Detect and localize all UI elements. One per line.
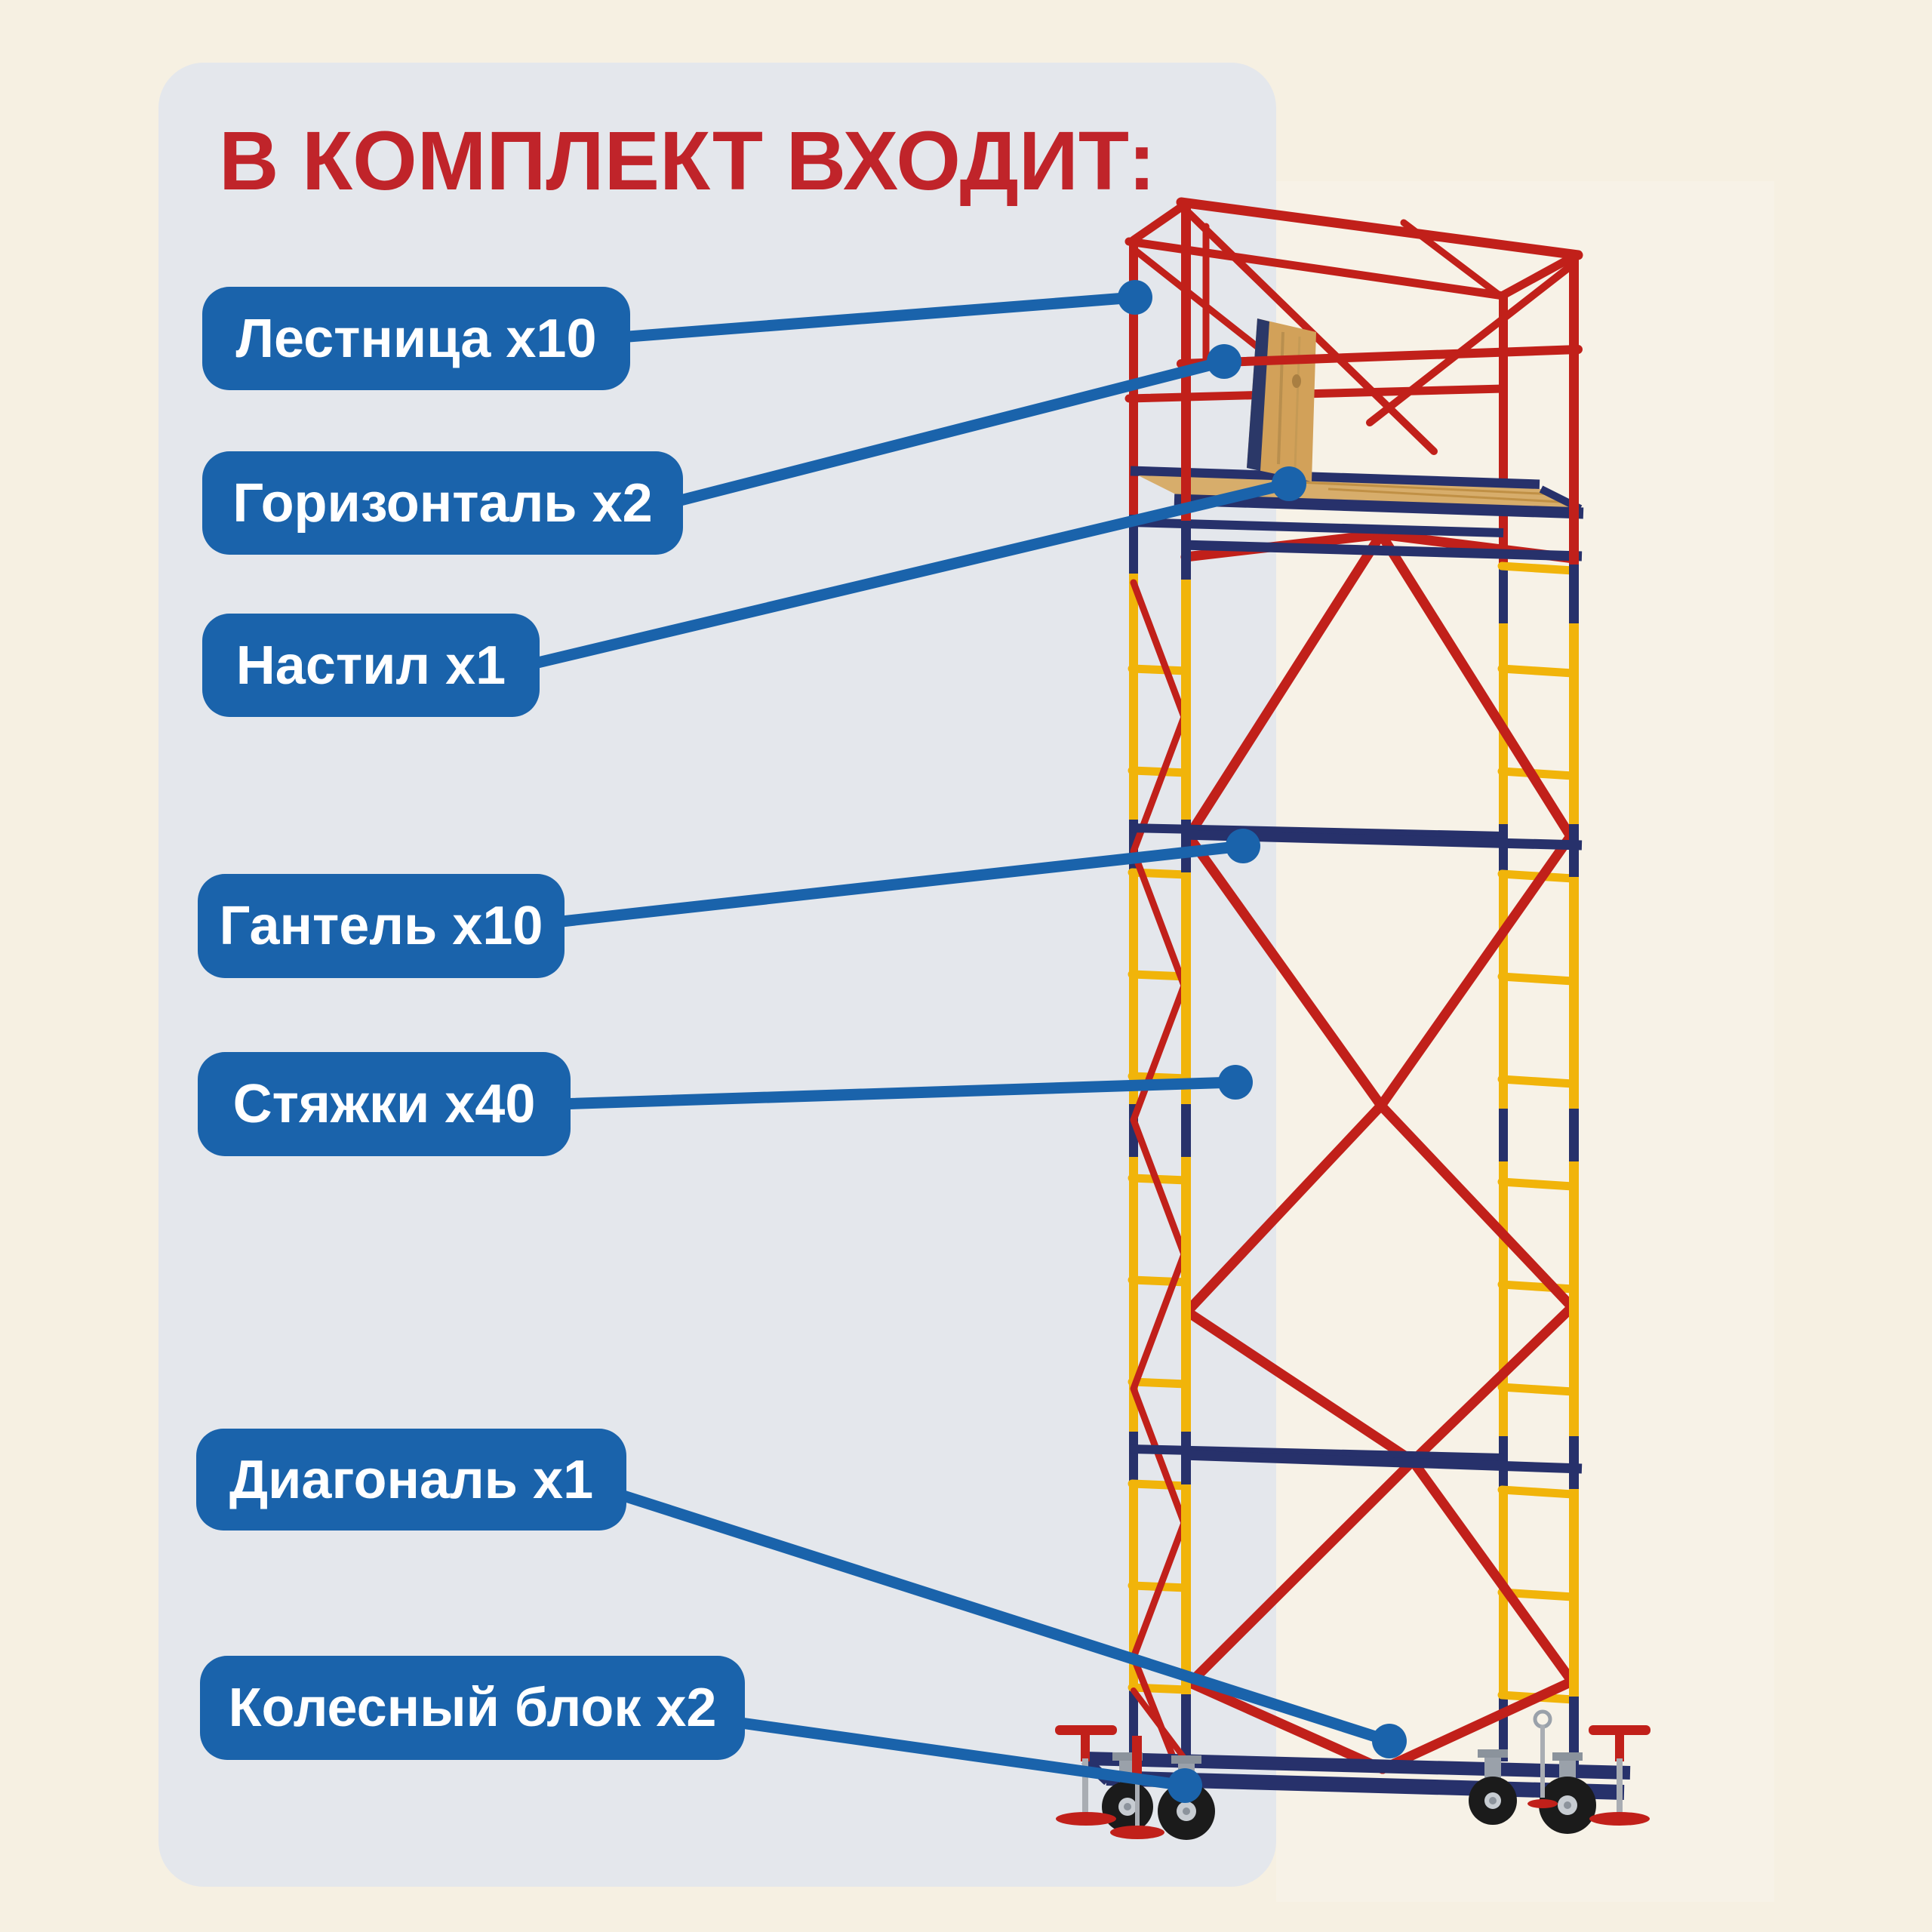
kit-item-wheel-block: Колесный блок x2 — [200, 1656, 745, 1760]
kit-item-deck: Настил x1 — [202, 614, 540, 717]
kit-item-ties: Стяжки x40 — [198, 1052, 571, 1156]
scaffold-leg-rear-right — [1499, 294, 1508, 1761]
guardrail-side-top — [1497, 251, 1580, 300]
guardrail-diagonal — [1400, 219, 1504, 300]
screw-jack — [1589, 1725, 1651, 1826]
connector-dot — [1372, 1724, 1407, 1758]
caster-wheel — [1469, 1749, 1517, 1825]
ladder-rungs-right — [1497, 561, 1577, 1704]
kit-item-dumbbell: Гантель x10 — [198, 874, 565, 978]
scaffold-leg-front-right — [1569, 255, 1579, 1775]
screw-jack-inner — [1527, 1709, 1558, 1808]
page-title: В КОМПЛЕКТ ВХОДИТ: — [219, 115, 1156, 208]
guardrail-diagonal — [1366, 262, 1575, 426]
connector-dot — [1272, 466, 1306, 501]
kit-item-diagonal: Диагональ x1 — [196, 1429, 626, 1531]
kit-item-ladder: Лестница x10 — [202, 287, 630, 390]
caster-wheel — [1539, 1752, 1596, 1834]
photo-background — [1276, 181, 1774, 1902]
kit-item-horizontal: Горизонталь x2 — [202, 451, 683, 555]
